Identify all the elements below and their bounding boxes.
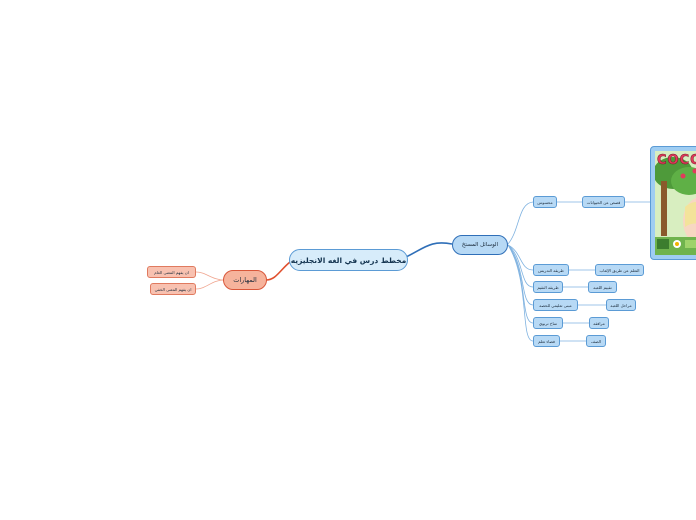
tools-item-3-child[interactable]: تقييم اللعبه <box>588 281 617 293</box>
connector-tools-item-1 <box>507 201 534 245</box>
connector-tools-item-4 <box>507 244 534 306</box>
tools-item-4[interactable]: مبنى تعليمي للحصه <box>533 299 578 311</box>
connector-skills-leaf-1 <box>195 271 225 281</box>
skills-leaf-1[interactable]: ان يفهم المعنى العام <box>147 266 196 278</box>
tools-item-2[interactable]: طريقه التدريس <box>533 264 569 276</box>
connector-tools-item-3 <box>507 244 534 288</box>
branch-skills[interactable]: المهارات <box>223 270 267 290</box>
root-node[interactable]: مخطط درس في الغه الانجليزيه <box>289 249 408 271</box>
tools-item-2-child[interactable]: التعلم عن طريق الإلعاب <box>595 264 644 276</box>
tools-item-5[interactable]: مناخ تربوي <box>533 317 563 329</box>
cover-title: COCO <box>657 153 696 169</box>
tools-item-1-child[interactable]: قصص عن الحيوانات <box>582 196 625 208</box>
cover-artwork <box>655 151 696 255</box>
tools-item-3[interactable]: طريقه التقيم <box>533 281 563 293</box>
tools-item-4-child[interactable]: مراحل اللعبه <box>606 299 636 311</box>
tools-item-5-child[interactable]: مرافقه <box>589 317 609 329</box>
tools-item-6[interactable]: فضاء تعلم <box>533 335 560 347</box>
connector-tools-item-5 <box>507 244 534 324</box>
connector-root-tools <box>403 242 453 259</box>
connector-root-skills <box>265 261 291 281</box>
branch-tools[interactable]: الوسائل المستخ <box>452 235 508 255</box>
connector-tools-item-6 <box>507 244 534 342</box>
skills-leaf-2[interactable]: ان يفهم المعنى الخفي <box>150 283 196 295</box>
tools-item-1[interactable]: محسوس <box>533 196 557 208</box>
connector-tools-item-2 <box>507 244 534 271</box>
connector-skills-leaf-2 <box>195 279 225 290</box>
book-cover-illustration: COCO <box>655 151 696 255</box>
attached-image[interactable]: COCO <box>650 146 696 260</box>
tools-item-6-child[interactable]: الصف <box>586 335 606 347</box>
